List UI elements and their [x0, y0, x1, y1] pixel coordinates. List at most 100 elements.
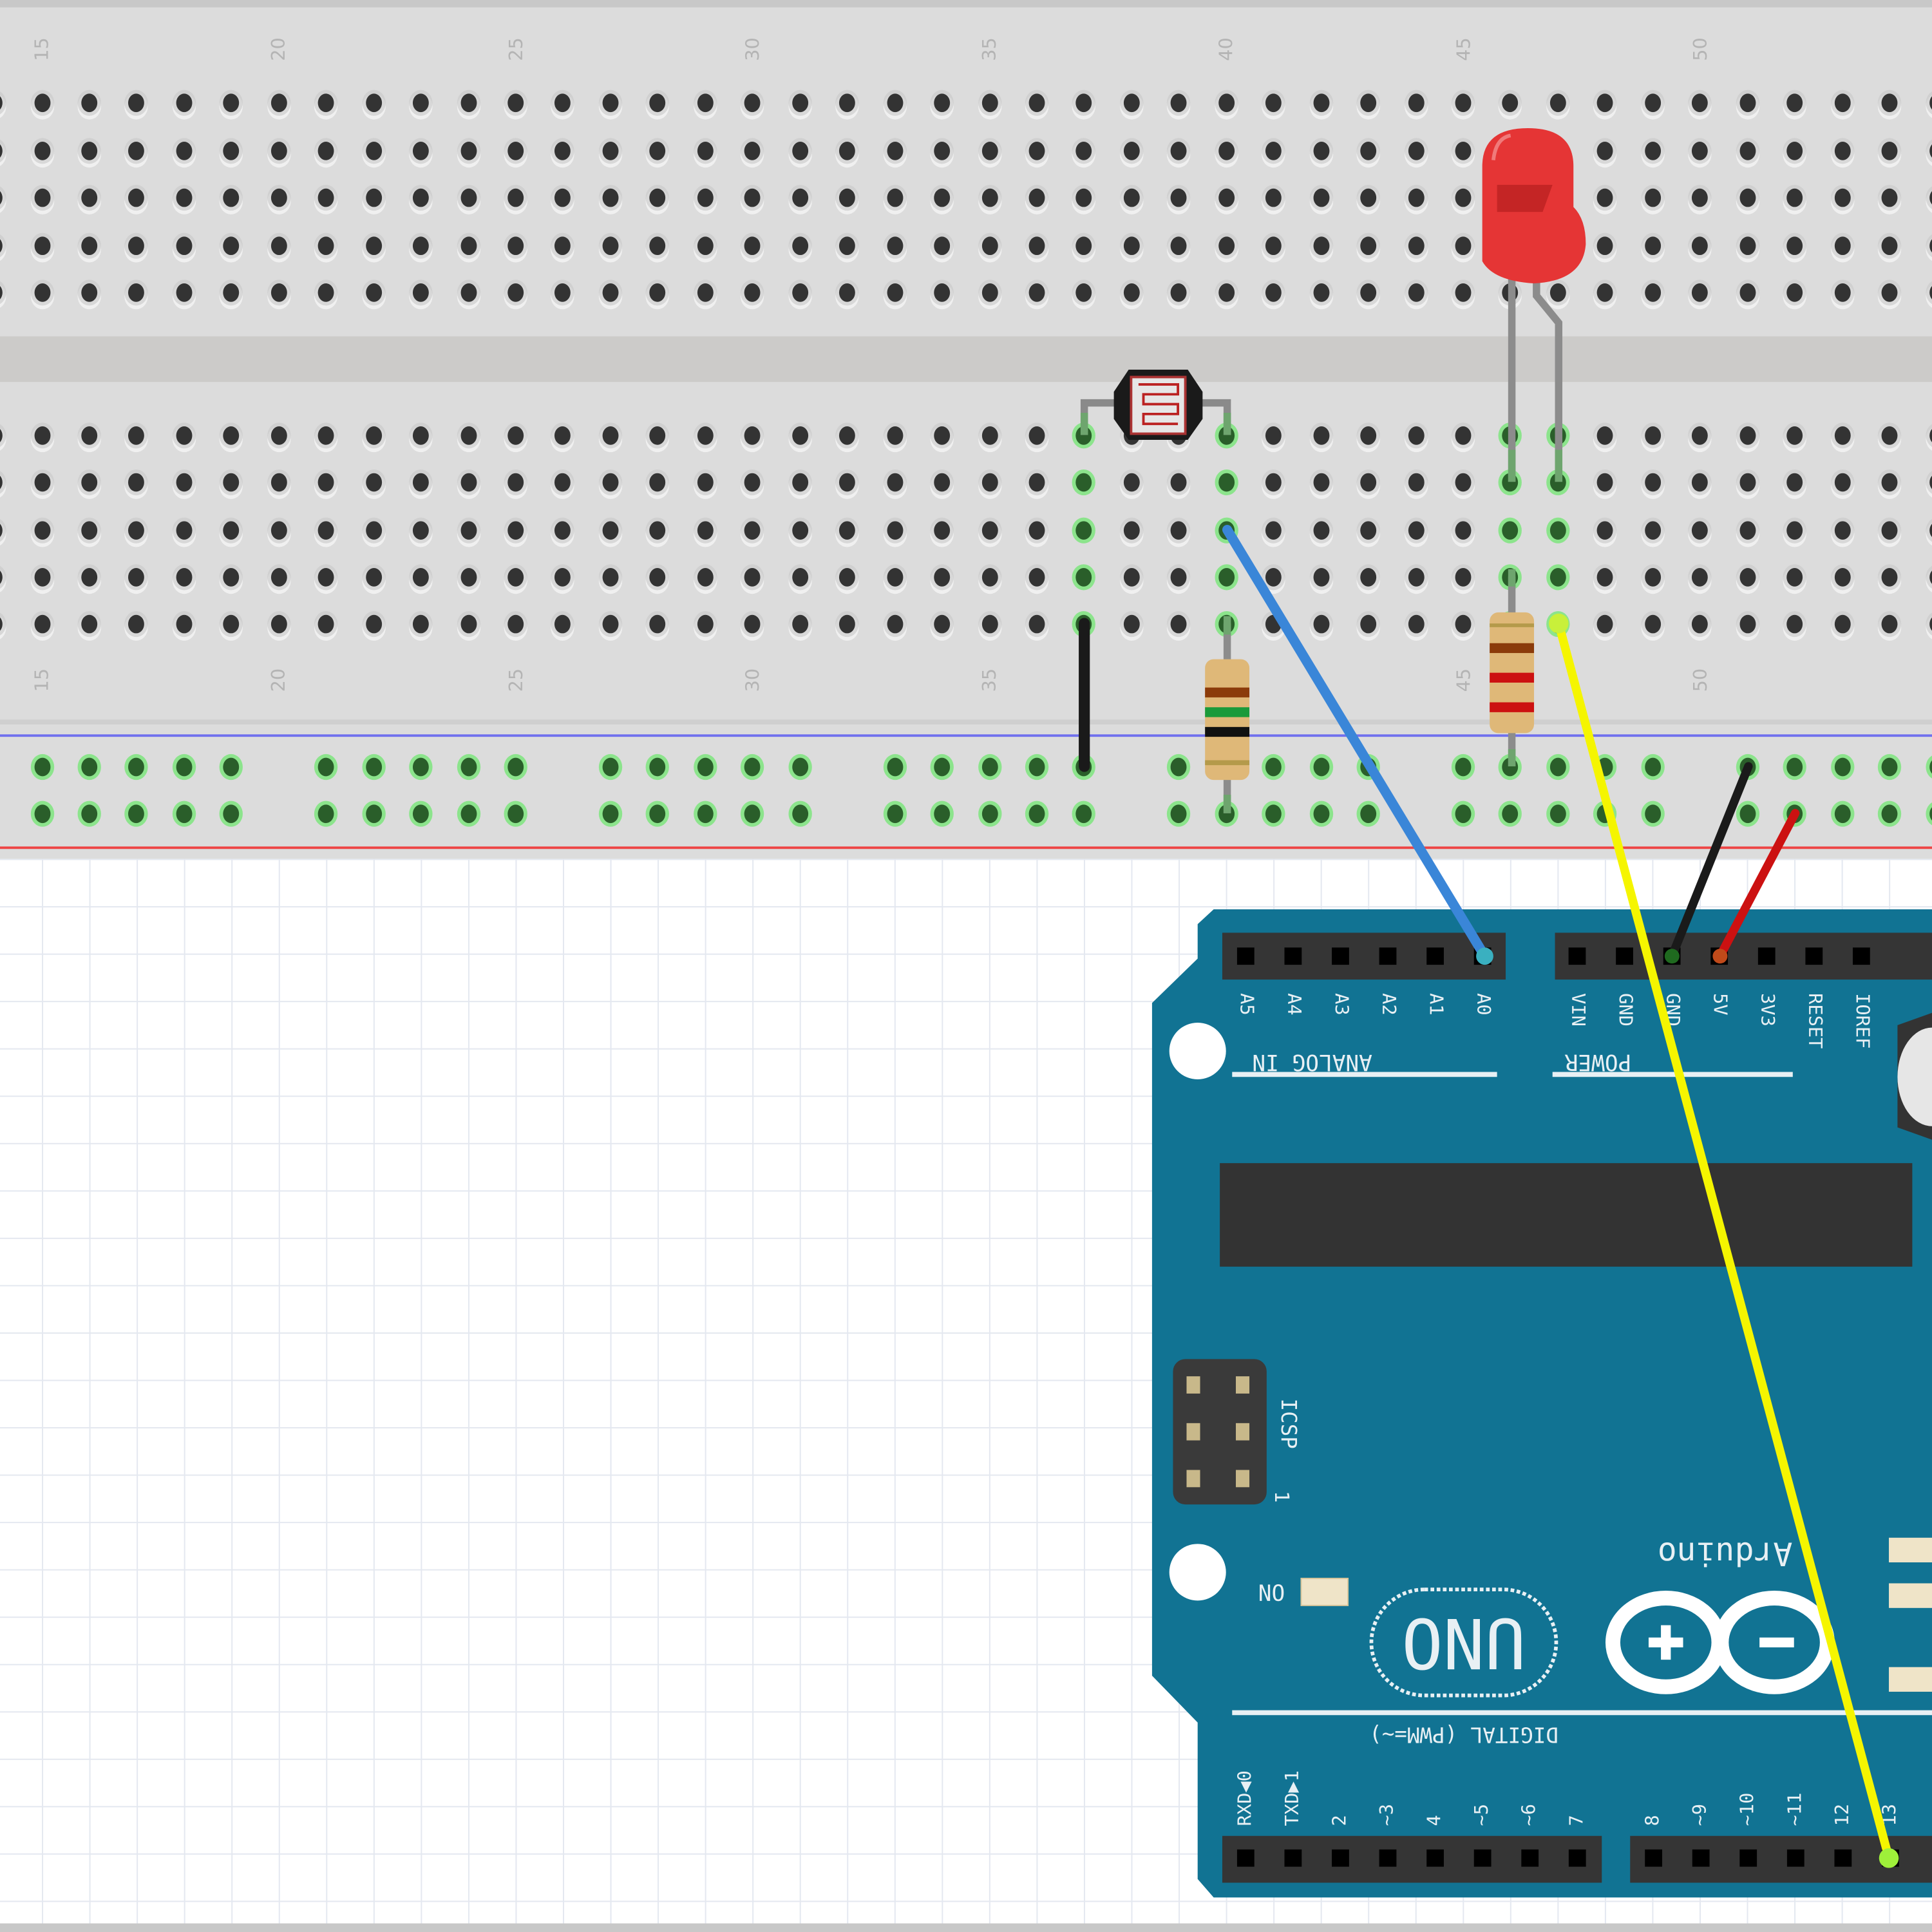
- breadboard-hole[interactable]: [33, 567, 50, 586]
- breadboard-hole[interactable]: [1123, 187, 1140, 207]
- breadboard-hole[interactable]: [839, 567, 856, 586]
- power-rail-hole[interactable]: [223, 757, 240, 776]
- breadboard-hole[interactable]: [1028, 567, 1045, 586]
- breadboard-hole[interactable]: [839, 472, 856, 491]
- breadboard-hole[interactable]: [1171, 93, 1188, 112]
- breadboard-hole[interactable]: [1265, 520, 1282, 540]
- breadboard-hole[interactable]: [1929, 93, 1932, 112]
- breadboard-hole[interactable]: [934, 472, 951, 491]
- breadboard-hole[interactable]: [1739, 236, 1756, 255]
- breadboard-hole[interactable]: [649, 520, 666, 540]
- digital-13-wire[interactable]: [1554, 619, 1893, 1862]
- digital-pin[interactable]: [1645, 1849, 1663, 1867]
- breadboard-hole[interactable]: [1218, 236, 1235, 255]
- power-rail-hole[interactable]: [1549, 757, 1566, 776]
- breadboard-hole[interactable]: [1597, 236, 1614, 255]
- breadboard-hole[interactable]: [981, 567, 998, 586]
- breadboard-hole[interactable]: [128, 187, 145, 207]
- breadboard-hole[interactable]: [602, 614, 619, 633]
- power-rail-hole[interactable]: [1929, 804, 1932, 823]
- breadboard-hole[interactable]: [270, 520, 287, 540]
- breadboard-hole[interactable]: [554, 187, 571, 207]
- breadboard-hole[interactable]: [128, 236, 145, 255]
- breadboard-hole[interactable]: [1739, 93, 1756, 112]
- breadboard-hole[interactable]: [128, 426, 145, 444]
- breadboard-hole[interactable]: [460, 93, 477, 112]
- breadboard-hole[interactable]: [697, 614, 714, 633]
- breadboard-hole[interactable]: [1881, 236, 1898, 255]
- power-rail-hole[interactable]: [649, 804, 666, 823]
- breadboard-hole[interactable]: [1312, 141, 1329, 160]
- power-rail-hole[interactable]: [1028, 804, 1045, 823]
- breadboard-hole[interactable]: [413, 614, 429, 633]
- breadboard-hole[interactable]: [128, 520, 145, 540]
- breadboard-hole[interactable]: [176, 187, 193, 207]
- breadboard-hole[interactable]: [1644, 187, 1661, 207]
- breadboard-hole[interactable]: [1834, 236, 1850, 255]
- breadboard-hole[interactable]: [413, 187, 429, 207]
- breadboard-hole[interactable]: [649, 426, 666, 444]
- breadboard-hole[interactable]: [1312, 187, 1329, 207]
- analog-pin[interactable]: [1236, 947, 1255, 965]
- breadboard-hole[interactable]: [0, 426, 3, 444]
- breadboard-hole[interactable]: [1076, 236, 1092, 255]
- breadboard-hole[interactable]: [1312, 93, 1329, 112]
- breadboard-hole[interactable]: [886, 283, 903, 301]
- breadboard-hole[interactable]: [128, 567, 145, 586]
- breadboard-hole[interactable]: [1408, 93, 1424, 112]
- breadboard-hole[interactable]: [460, 567, 477, 586]
- breadboard-hole[interactable]: [649, 141, 666, 160]
- breadboard-hole[interactable]: [1929, 472, 1932, 491]
- power-rail-hole[interactable]: [1455, 804, 1472, 823]
- breadboard-hole[interactable]: [413, 93, 429, 112]
- breadboard-hole[interactable]: [1123, 614, 1140, 633]
- resistor-led[interactable]: [1490, 569, 1535, 767]
- breadboard-hole[interactable]: [1597, 93, 1614, 112]
- breadboard-hole[interactable]: [33, 426, 50, 444]
- breadboard-hole[interactable]: [602, 236, 619, 255]
- breadboard-hole[interactable]: [81, 141, 98, 160]
- breadboard-hole[interactable]: [270, 283, 287, 301]
- breadboard-hole[interactable]: [413, 520, 429, 540]
- breadboard-hole[interactable]: [365, 472, 382, 491]
- breadboard-hole[interactable]: [1929, 426, 1932, 444]
- breadboard-hole[interactable]: [128, 614, 145, 633]
- breadboard-hole[interactable]: [1265, 426, 1282, 444]
- 5v-wire[interactable]: [1716, 809, 1800, 961]
- breadboard-hole[interactable]: [0, 141, 3, 160]
- breadboard-hole[interactable]: [1644, 236, 1661, 255]
- breadboard-hole[interactable]: [365, 93, 382, 112]
- breadboard-hole[interactable]: [1076, 472, 1092, 491]
- breadboard-hole[interactable]: [1597, 614, 1614, 633]
- power-pin[interactable]: [1805, 947, 1823, 965]
- breadboard-hole[interactable]: [1739, 426, 1756, 444]
- breadboard-hole[interactable]: [1171, 187, 1188, 207]
- breadboard-hole[interactable]: [981, 283, 998, 301]
- breadboard-hole[interactable]: [176, 141, 193, 160]
- breadboard-hole[interactable]: [554, 283, 571, 301]
- breadboard-hole[interactable]: [1455, 614, 1472, 633]
- breadboard-hole[interactable]: [0, 472, 3, 491]
- breadboard-hole[interactable]: [33, 141, 50, 160]
- breadboard-hole[interactable]: [1455, 141, 1472, 160]
- breadboard-hole[interactable]: [1929, 520, 1932, 540]
- breadboard-hole[interactable]: [1692, 187, 1709, 207]
- breadboard-hole[interactable]: [1028, 283, 1045, 301]
- breadboard-hole[interactable]: [81, 520, 98, 540]
- power-rail-hole[interactable]: [1834, 804, 1850, 823]
- digital-pin[interactable]: [1332, 1849, 1349, 1867]
- power-rail-hole[interactable]: [1265, 804, 1282, 823]
- power-rail-hole[interactable]: [1076, 804, 1092, 823]
- breadboard-hole[interactable]: [886, 567, 903, 586]
- power-rail-hole[interactable]: [791, 804, 808, 823]
- breadboard-hole[interactable]: [1123, 236, 1140, 255]
- breadboard-hole[interactable]: [223, 93, 240, 112]
- breadboard-hole[interactable]: [1502, 93, 1519, 112]
- breadboard-hole[interactable]: [270, 187, 287, 207]
- breadboard-hole[interactable]: [1171, 236, 1188, 255]
- breadboard-hole[interactable]: [1360, 187, 1377, 207]
- breadboard-hole[interactable]: [33, 236, 50, 255]
- digital-pin[interactable]: [1834, 1849, 1852, 1867]
- breadboard-hole[interactable]: [1265, 236, 1282, 255]
